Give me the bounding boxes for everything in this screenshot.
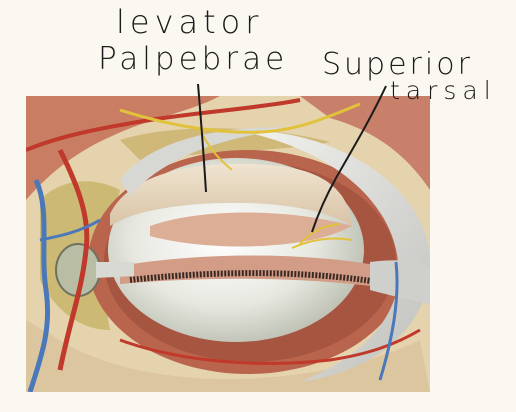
nerve-lateral: [291, 223, 353, 249]
superior-tarsal-muscle: [150, 212, 352, 247]
lateral-palpebral-ligament: [370, 260, 430, 304]
label-tarsal: tarsal: [390, 76, 497, 105]
artery-medial: [57, 148, 90, 371]
vein-branch: [39, 218, 101, 242]
label-palpebrae: Palpebrae: [98, 41, 289, 77]
upper-right-muscle: [300, 96, 430, 190]
vein-right: [378, 261, 399, 381]
orbicularis-muscle: [26, 96, 220, 200]
vein-medial: [27, 178, 51, 392]
label-levator: levator: [116, 3, 264, 41]
fascial-sheath-top: [120, 127, 300, 196]
tarsal-plate: [120, 255, 412, 292]
eyelash-line: [129, 270, 401, 289]
leader-line-superior-tarsal: [311, 85, 387, 233]
fascial-sheath-right: [236, 129, 430, 382]
levator-palpebrae-muscle: [110, 163, 352, 226]
nerve-upper: [119, 102, 361, 134]
leader-line-levator: [197, 83, 207, 193]
label-superior: Superior: [322, 47, 473, 82]
medial-ligament: [96, 262, 134, 278]
